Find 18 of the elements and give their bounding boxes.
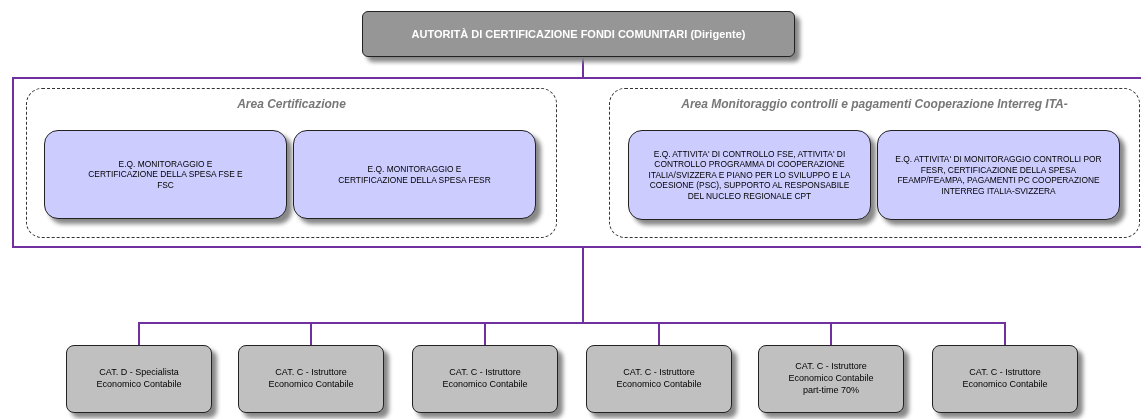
staff-box: CAT. C - Istruttore Economico Contabile — [412, 345, 558, 413]
unit-box: E.Q. MONITORAGGIO E CERTIFICAZIONE DELLA SPESA FESR — [293, 130, 536, 219]
area-title: Area Certificazione — [236, 97, 347, 111]
unit-box: E.Q. MONITORAGGIO E CERTIFICAZIONE DELLA SPESA FSE E FSC — [44, 130, 287, 219]
org-frame — [12, 77, 1141, 248]
staff-box: CAT. C - Istruttore Economico Contabile — [586, 345, 732, 413]
unit-box: E.Q. ATTIVITA' DI CONTROLLO FSE, ATTIVITA' DI CONTROLLO PROGRAMMA DI COOPERAZIONE ITALIA/SVIZZERA E PIANO PER LO SVILUPPO E LA COESIONE (PSC), SUPPORTO AL RESPONSABILE DEL NUCLEO REGIONALE CPT — [628, 130, 871, 220]
staff-box: CAT. C - Istruttore Economico Contabile part-time 70% — [758, 345, 904, 413]
staff-box: CAT. D - Specialista Economico Contabile — [66, 345, 212, 413]
connector-line — [582, 56, 584, 78]
connector-line — [582, 247, 1006, 346]
area-group — [609, 88, 1140, 238]
staff-box: CAT. C - Istruttore Economico Contabile — [932, 345, 1078, 413]
director-box: AUTORITÀ DI CERTIFICAZIONE FONDI COMUNITARI (Dirigente) — [362, 11, 795, 57]
staff-box: CAT. C - Istruttore Economico Contabile — [238, 345, 384, 413]
area-title: Area Monitoraggio controlli e pagamenti Cooperazione Interreg ITA- — [680, 97, 1069, 111]
unit-box: E.Q. ATTIVITA' DI MONITORAGGIO CONTROLLI POR FESR, CERTIFICAZIONE DELLA SPESA FEAMP/FEAMPA, PAGAMENTI PC COOPERAZIONE INTERREG ITALIA-SVIZZERA — [877, 130, 1120, 220]
area-group — [26, 88, 557, 238]
